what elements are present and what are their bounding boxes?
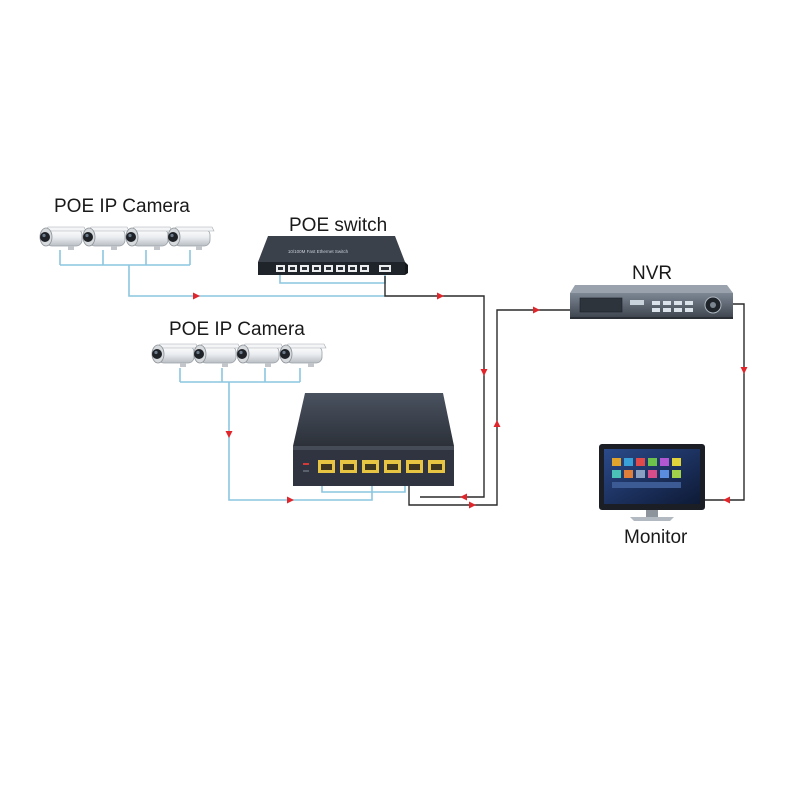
arrow-right (287, 496, 294, 504)
arrow-right (469, 501, 476, 509)
arrow-left (460, 493, 467, 501)
bullet-camera-icon (236, 343, 284, 368)
bullet-camera-icon (82, 226, 130, 251)
bullet-camera-icon (279, 343, 327, 368)
camera-group-1-label: POE IP Camera (54, 196, 190, 217)
bullet-camera-icon (193, 343, 241, 368)
arrow-up (493, 420, 501, 427)
desktop-switch-icon (293, 393, 454, 486)
bullet-camera-icon (151, 343, 199, 368)
bullet-camera-icon (125, 226, 173, 251)
poe-switch-label: POE switch (289, 215, 388, 236)
arrow-right (533, 306, 540, 314)
arrow-down (225, 431, 233, 438)
arrow-down (480, 369, 488, 376)
arrow-left (723, 496, 730, 504)
arrow-down (740, 367, 748, 374)
network-switch-icon: 10/100M Fast Ethernet Switch (258, 236, 408, 275)
nvr-label: NVR (632, 263, 673, 284)
monitor-label: Monitor (624, 527, 688, 548)
switch-panel-text: 10/100M Fast Ethernet Switch (288, 249, 349, 254)
nvr-recorder-icon (570, 285, 733, 319)
camera-group-2 (151, 343, 327, 368)
arrow-right (437, 292, 444, 300)
flow-arrows (193, 292, 748, 509)
blue-cables (59, 250, 406, 501)
camera-group-2-label: POE IP Camera (169, 319, 305, 340)
bullet-camera-icon (167, 226, 215, 251)
bullet-camera-icon (39, 226, 87, 251)
arrow-right (193, 292, 200, 300)
camera-group-1 (39, 226, 215, 251)
monitor-icon (599, 444, 705, 521)
